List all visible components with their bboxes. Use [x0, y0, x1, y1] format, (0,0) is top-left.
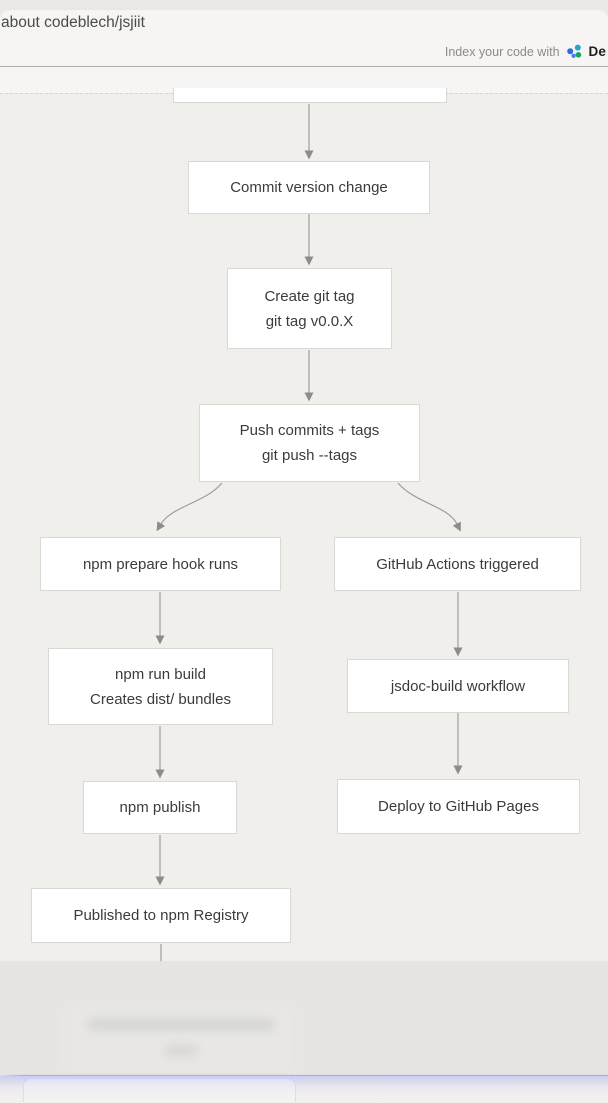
flow-node-npm-run-build: npm run build Creates dist/ bundles — [48, 648, 273, 725]
index-banner[interactable]: Index your code with De — [445, 10, 608, 93]
node-label: npm publish — [119, 799, 201, 816]
flow-node-create-git-tag: Create git tag git tag v0.0.X — [227, 268, 392, 349]
node-label: npm run build — [115, 665, 206, 683]
content-card: Index your code with De — [0, 10, 608, 93]
flow-node-commit-version-change: Commit version change — [188, 161, 430, 214]
ask-devin-bar[interactable] — [0, 961, 608, 1075]
input-focus-glow — [0, 1076, 608, 1102]
flow-node-jsdoc-build-workflow: jsdoc-build workflow — [347, 659, 569, 713]
input-focus-glow-line — [0, 1074, 608, 1076]
node-label: Commit version change — [230, 179, 388, 196]
node-label: Deploy to GitHub Pages — [378, 798, 539, 815]
node-label: Published to npm Registry — [73, 907, 249, 924]
node-label: git push --tags — [261, 447, 358, 464]
flow-node-top-partial — [173, 88, 447, 103]
node-label: GitHub Actions triggered — [376, 555, 539, 573]
node-label: Create git tag — [264, 287, 355, 305]
ask-input-top-edge[interactable] — [23, 1077, 296, 1102]
index-banner-text: Index your code with — [444, 44, 560, 59]
flow-node-npm-prepare-hook: npm prepare hook runs — [40, 537, 281, 591]
ask-bar-divider — [0, 66, 608, 67]
node-label: jsdoc-build workflow — [390, 677, 526, 695]
brand-link-partial[interactable]: De — [588, 44, 606, 59]
flow-node-npm-publish: npm publish — [83, 781, 237, 834]
flow-node-github-actions-triggered: GitHub Actions triggered — [334, 537, 581, 591]
diagram-canvas[interactable] — [0, 94, 608, 1103]
flow-node-published-npm-registry: Published to npm Registry — [31, 888, 291, 943]
flow-node-deploy-github-pages: Deploy to GitHub Pages — [337, 779, 580, 834]
ask-devin-bar-text[interactable]: about codeblech/jsjiit — [1, 14, 145, 31]
node-label: Creates dist/ bundles — [90, 690, 231, 708]
node-label: Push commits + tags — [239, 422, 380, 439]
flow-node-push-commits-tags: Push commits + tags git push --tags — [199, 404, 420, 482]
devin-logo-icon — [566, 43, 583, 60]
node-label: git tag v0.0.X — [265, 312, 354, 330]
node-label: npm prepare hook runs — [82, 555, 239, 573]
